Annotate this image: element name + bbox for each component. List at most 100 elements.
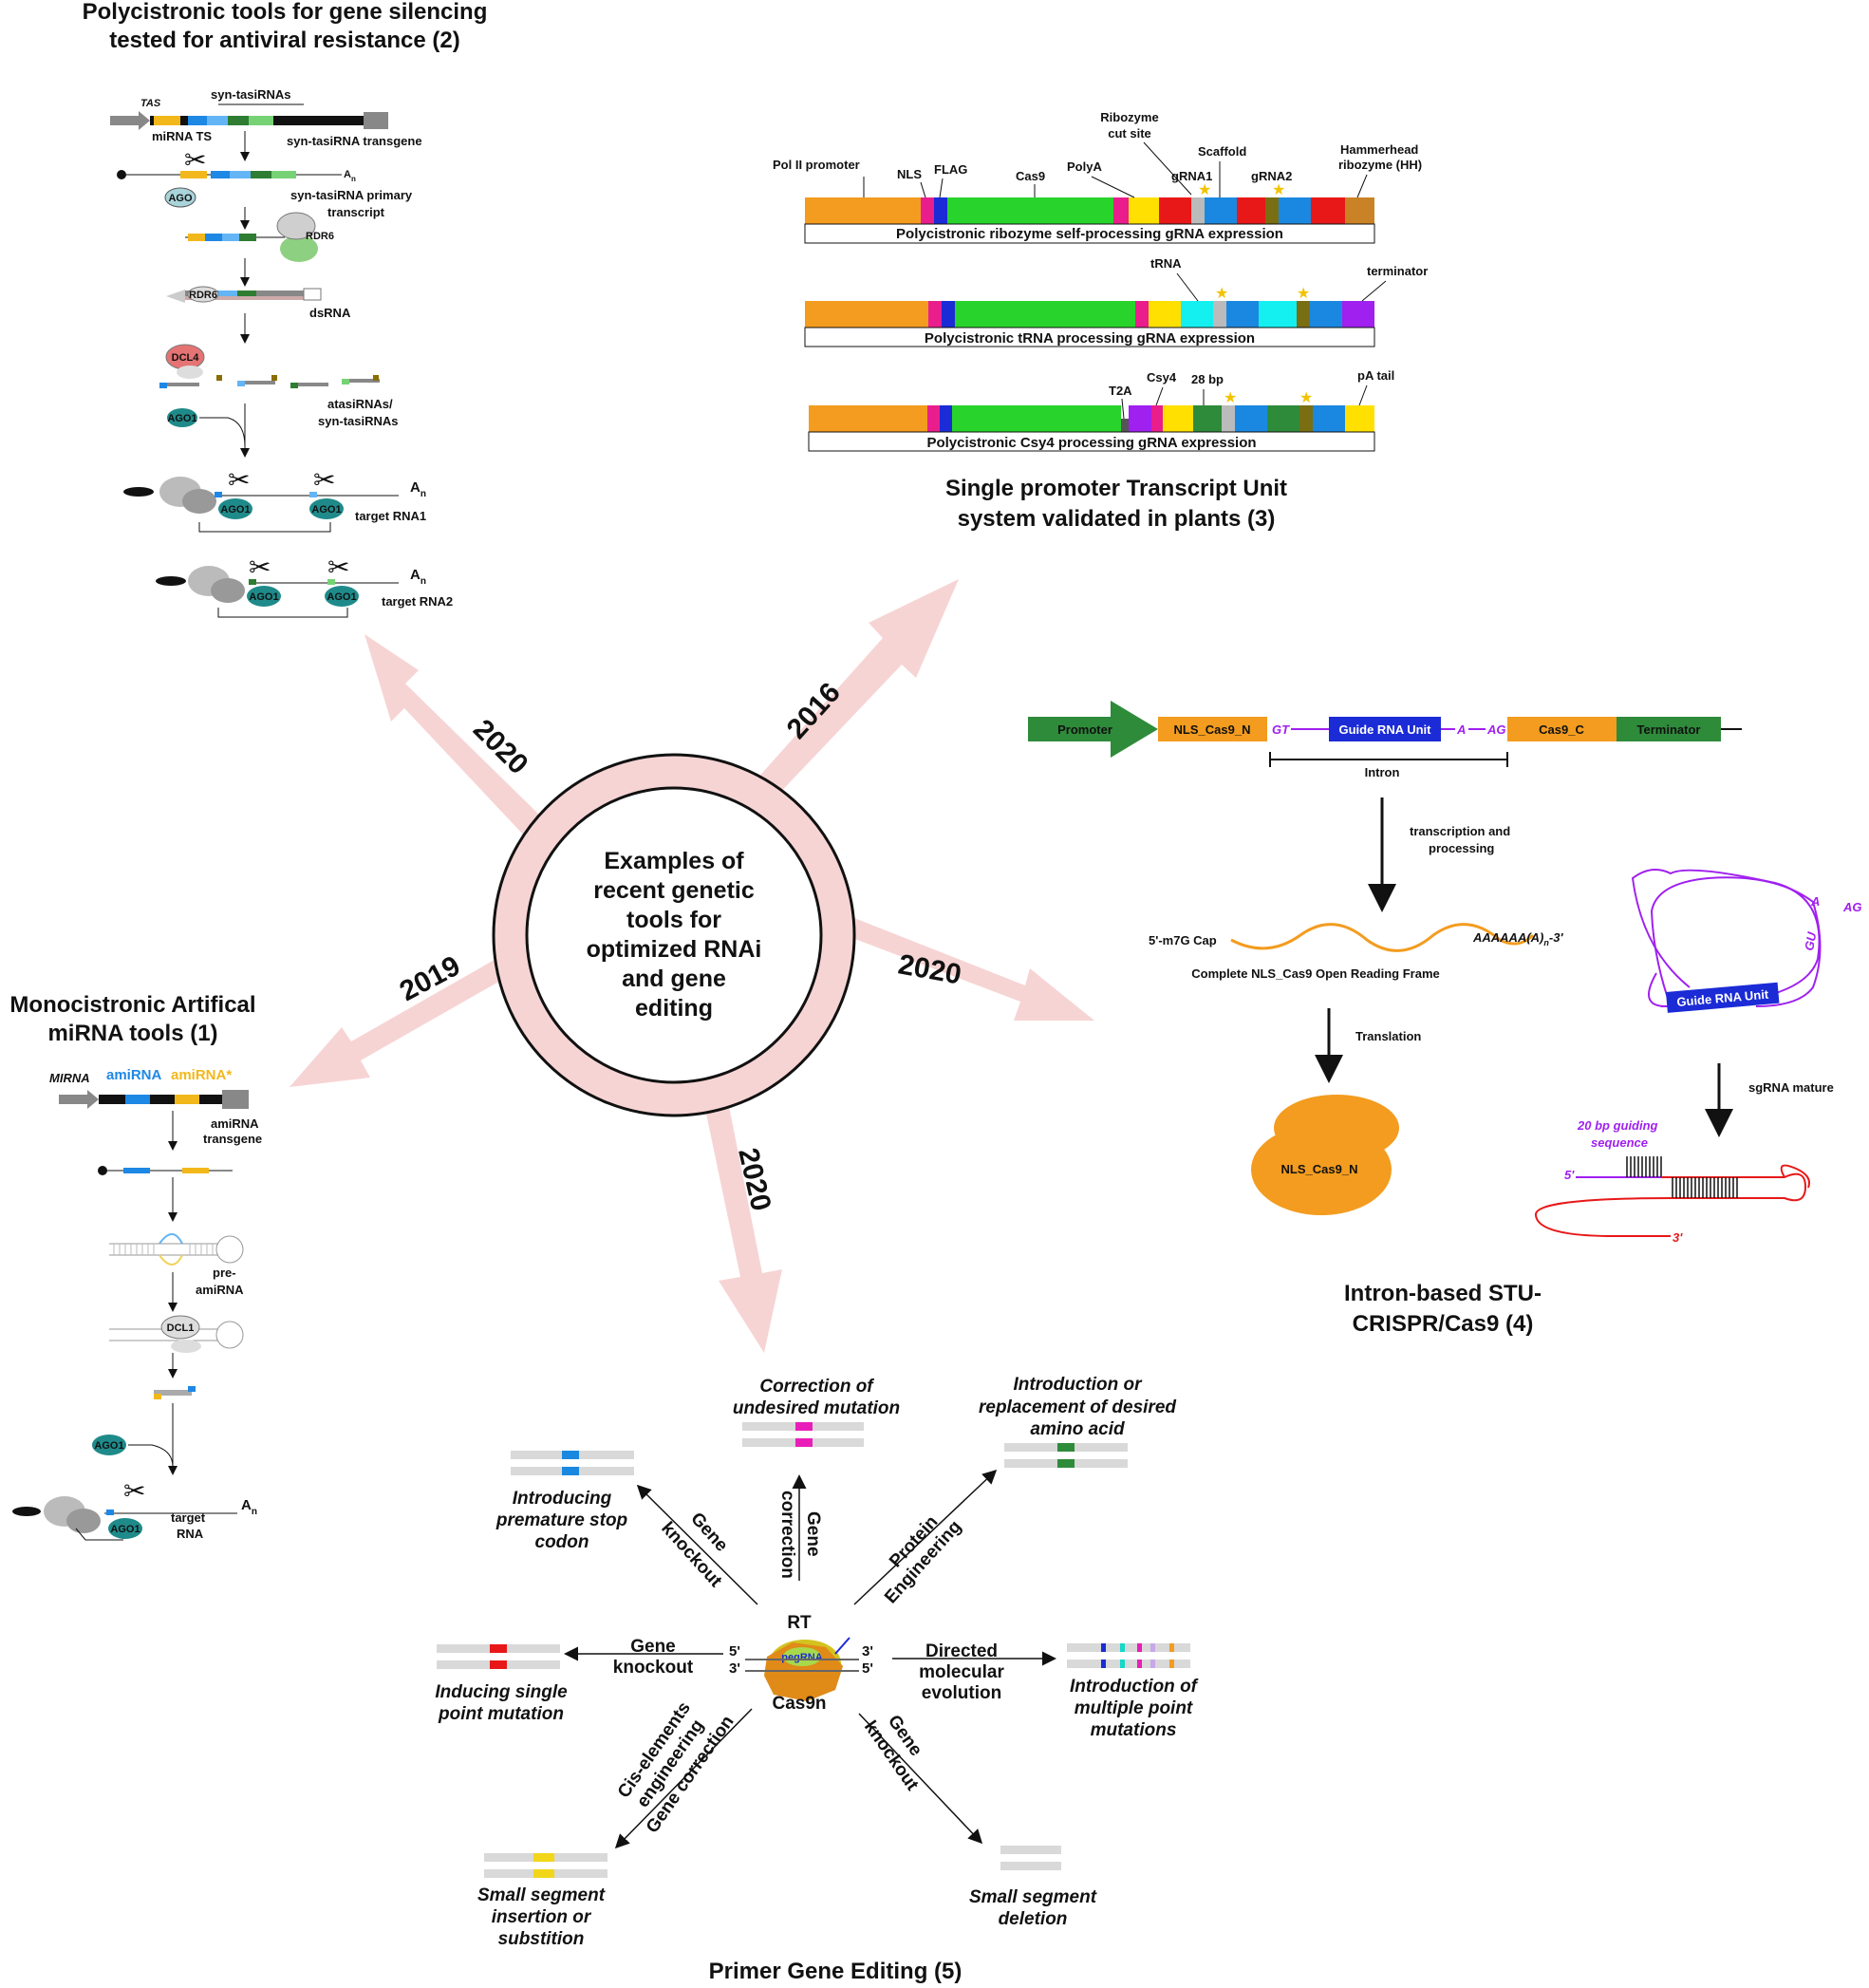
three-left: 3' [729, 1660, 740, 1677]
lbl-ribozyme-2: cut site [1108, 126, 1151, 141]
insertion-title-1: Small segment [477, 1885, 606, 1905]
panel1-title-2: miRNA tools (1) [47, 1021, 217, 1046]
transgene-label: syn-tasiRNA transgene [287, 134, 422, 148]
hub-line-4: optimized RNAi [587, 936, 762, 963]
lbl-hh-1: Hammerhead [1340, 142, 1418, 157]
construct1-caption: Polycistronic ribozyme self-processing g… [896, 226, 1283, 242]
dna-introduction [1004, 1443, 1128, 1468]
panel4-title-1: Intron-based STU- [1344, 1281, 1542, 1306]
directed-2: molecular [919, 1662, 1004, 1682]
dna-correction [742, 1422, 864, 1447]
arrow-e [845, 916, 1094, 1021]
scissors-icon-5: ✂ [327, 553, 349, 582]
intron-terminator: Terminator [1637, 722, 1701, 737]
dna-premature [511, 1451, 634, 1475]
multiple-title-3: mutations [1091, 1720, 1177, 1740]
arrow-ne [756, 579, 959, 799]
ago1-label-4: AGO1 [249, 591, 278, 603]
lbl-trna: tRNA [1150, 256, 1182, 271]
panel-polycistronic-silencing: Polycistronic tools for gene silencing t… [83, 0, 488, 618]
rdr6-label-2: RDR6 [189, 290, 217, 301]
intron-orf: Complete NLS_Cas9 Open Reading Frame [1191, 966, 1440, 981]
gene-knockout-w-2: knockout [613, 1658, 694, 1678]
pre-amirna-1: pre- [213, 1266, 236, 1280]
intron-nls-cas9n: NLS_Cas9_N [1174, 722, 1251, 737]
scissors-icon-4: ✂ [249, 553, 271, 582]
promoter-shape [1028, 701, 1158, 758]
amirna-transgene-1: amiRNA [211, 1116, 259, 1131]
ago1-label-1: AGO1 [167, 413, 196, 424]
lbl-cas9: Cas9 [1016, 169, 1045, 183]
scissors-icon-6: ✂ [123, 1476, 145, 1506]
intron-gt: GT [1272, 722, 1290, 737]
mirna-ts-label: miRNA TS [152, 129, 212, 143]
syn-tasirnas-label: syn-tasiRNAs [211, 87, 291, 102]
ago1-mono-1: AGO1 [94, 1440, 123, 1452]
target1-label: target RNA1 [355, 509, 426, 523]
panel-prime: pegRNA RT Cas9n 5' 3' 3' 5' Gene correct… [435, 1375, 1198, 1984]
intron-five: 5' [1564, 1168, 1575, 1182]
mono-target-2: RNA [177, 1527, 204, 1541]
gene-knockout-w-1: Gene [630, 1637, 676, 1657]
lbl-polya: PolyA [1067, 159, 1102, 174]
ago1-mono-2: AGO1 [110, 1524, 140, 1535]
svg-text:★: ★ [1215, 286, 1228, 302]
panel4-title-2: CRISPR/Cas9 (4) [1353, 1311, 1534, 1337]
construct2-caption: Polycistronic tRNA processing gRNA expre… [925, 330, 1255, 347]
lbl-hh-2: ribozyme (HH) [1338, 158, 1422, 172]
dsrna-label: dsRNA [309, 306, 351, 320]
lbl-t2a: T2A [1109, 384, 1132, 398]
dcl4-label: DCL4 [172, 352, 200, 364]
premature-title-2: premature stop [495, 1510, 627, 1530]
promoter-arrow [110, 111, 150, 130]
correction-title-1: Correction of [759, 1377, 874, 1397]
lbl-scaffold: Scaffold [1198, 144, 1246, 159]
intron-promoter: Promoter [1057, 722, 1112, 737]
panel3-title-1: Single promoter Transcript Unit [945, 476, 1287, 501]
an-2: An [410, 479, 426, 499]
panel2-title-2: tested for antiviral resistance (2) [109, 28, 459, 53]
primary-transcript-2: transcript [327, 205, 385, 219]
mono-target-1: target [171, 1510, 206, 1525]
hub-text: Examples of recent genetic tools for opt… [587, 848, 762, 1022]
directed-1: Directed [925, 1641, 998, 1661]
amirna-star-label: amiRNA* [171, 1067, 232, 1083]
an-1: An [344, 169, 356, 183]
hub-circle [492, 753, 856, 1117]
arrow-w [290, 949, 522, 1087]
panel-monocistronic: Monocistronic Artifical miRNA tools (1) … [9, 992, 262, 1541]
intron-guiding-2: sequence [1591, 1135, 1648, 1150]
lbl-nls: NLS [897, 167, 922, 181]
panel-stu: ★ ★ Polycistronic ribozyme self-processi… [773, 110, 1428, 532]
intron-three: 3' [1673, 1230, 1683, 1245]
pegrna-label: pegRNA [781, 1652, 822, 1663]
ago1-label-2: AGO1 [220, 504, 250, 516]
primary-transcript-1: syn-tasiRNA primary [290, 188, 413, 202]
svg-text:★: ★ [1224, 390, 1237, 406]
gene-correction-2: correction [777, 1491, 797, 1579]
three-right: 3' [862, 1643, 873, 1660]
point-title-1: Inducing single [435, 1682, 568, 1702]
lbl-csy4: Csy4 [1147, 370, 1177, 384]
scissors-icon: ✂ [184, 145, 206, 175]
rdr6-label-1: RDR6 [306, 231, 334, 242]
hub-line-5: and gene [622, 966, 726, 992]
hub-arrows [290, 579, 1094, 1353]
gene-correction-1: Gene [803, 1511, 823, 1557]
intron-polya: AAAAAA(A)n-3' [1472, 930, 1563, 947]
arrow-nw [364, 634, 541, 835]
intron-cap: 5'-m7G Cap [1149, 933, 1217, 947]
scissors-icon-3: ✂ [313, 465, 335, 495]
intron-a: A [1456, 722, 1466, 737]
intron-intron: Intron [1365, 765, 1400, 779]
introduction-title-1: Introduction or [1013, 1375, 1143, 1395]
lbl-flag: FLAG [934, 162, 967, 177]
intron-cas9c: Cas9_C [1539, 722, 1584, 737]
panel2-title-1: Polycistronic tools for gene silencing [83, 0, 488, 25]
premature-title-3: codon [535, 1532, 589, 1552]
dna-point [437, 1644, 560, 1669]
dna-insertion [484, 1853, 607, 1878]
amirna-label: amiRNA [106, 1067, 162, 1083]
hub-line-6: editing [635, 995, 713, 1022]
